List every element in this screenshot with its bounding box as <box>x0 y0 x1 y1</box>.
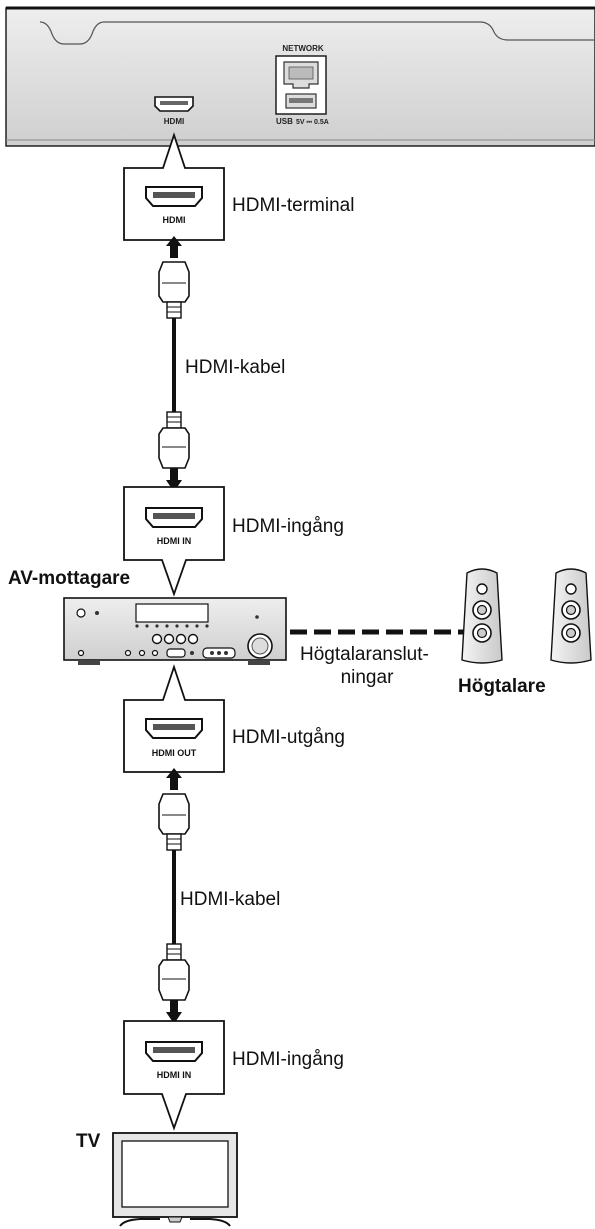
callout-label-hdmi-output: HDMI-utgång <box>232 727 345 748</box>
receiver-knobs <box>77 633 236 659</box>
receiver-buttons <box>135 624 209 628</box>
speakers-label: Högtalare <box>458 676 546 697</box>
player-network-usb-panel: NETWORK USB 5V ⎓ 0.5A <box>275 44 329 126</box>
hdmi-port-icon <box>145 186 203 207</box>
callout-box-player-hdmi: HDMI <box>123 132 225 241</box>
callout-box-receiver-in: HDMI IN <box>123 486 225 597</box>
hdmi-port-icon <box>145 718 203 739</box>
speaker-connection-label-line2: ningar <box>341 667 394 688</box>
speaker-connection-label-line1: Högtalaranslut- <box>300 644 429 665</box>
port-text: HDMI <box>163 215 186 225</box>
hdmi-port-icon <box>145 1041 203 1062</box>
callout-label-hdmi-terminal: HDMI-terminal <box>232 195 354 216</box>
port-text: HDMI IN <box>157 1070 192 1080</box>
callout-box-tv-in: HDMI IN <box>123 1020 225 1131</box>
player-device: HDMI NETWORK USB 5V ⎓ 0.5A <box>5 6 595 147</box>
ethernet-port-icon <box>283 61 319 89</box>
usb-rating: 5V ⎓ 0.5A <box>296 119 329 126</box>
player-hdmi-label: HDMI <box>164 117 184 126</box>
tv-label: TV <box>76 1131 101 1152</box>
speaker-right <box>550 568 592 664</box>
hdmi-cable-upper <box>158 236 190 492</box>
hdmi-cable-lower <box>158 768 190 1024</box>
cable-label-upper: HDMI-kabel <box>185 357 285 378</box>
tv-icon <box>112 1132 238 1227</box>
port-text: HDMI OUT <box>152 748 197 758</box>
callout-label-hdmi-input: HDMI-ingång <box>232 516 344 537</box>
network-label: NETWORK <box>282 44 324 53</box>
speaker-left <box>461 568 503 664</box>
player-hdmi-port: HDMI <box>154 96 194 126</box>
cable-label-lower: HDMI-kabel <box>180 889 280 910</box>
usb-port-icon <box>285 93 317 109</box>
hdmi-port-icon <box>145 507 203 528</box>
port-text: HDMI IN <box>157 536 192 546</box>
volume-knob-icon <box>247 633 273 659</box>
callout-label-tv-input: HDMI-ingång <box>232 1049 344 1070</box>
av-receiver <box>63 597 287 665</box>
receiver-label: AV-mottagare <box>8 568 130 589</box>
usb-label: USB <box>276 117 293 126</box>
callout-box-receiver-out: HDMI OUT <box>123 664 225 773</box>
